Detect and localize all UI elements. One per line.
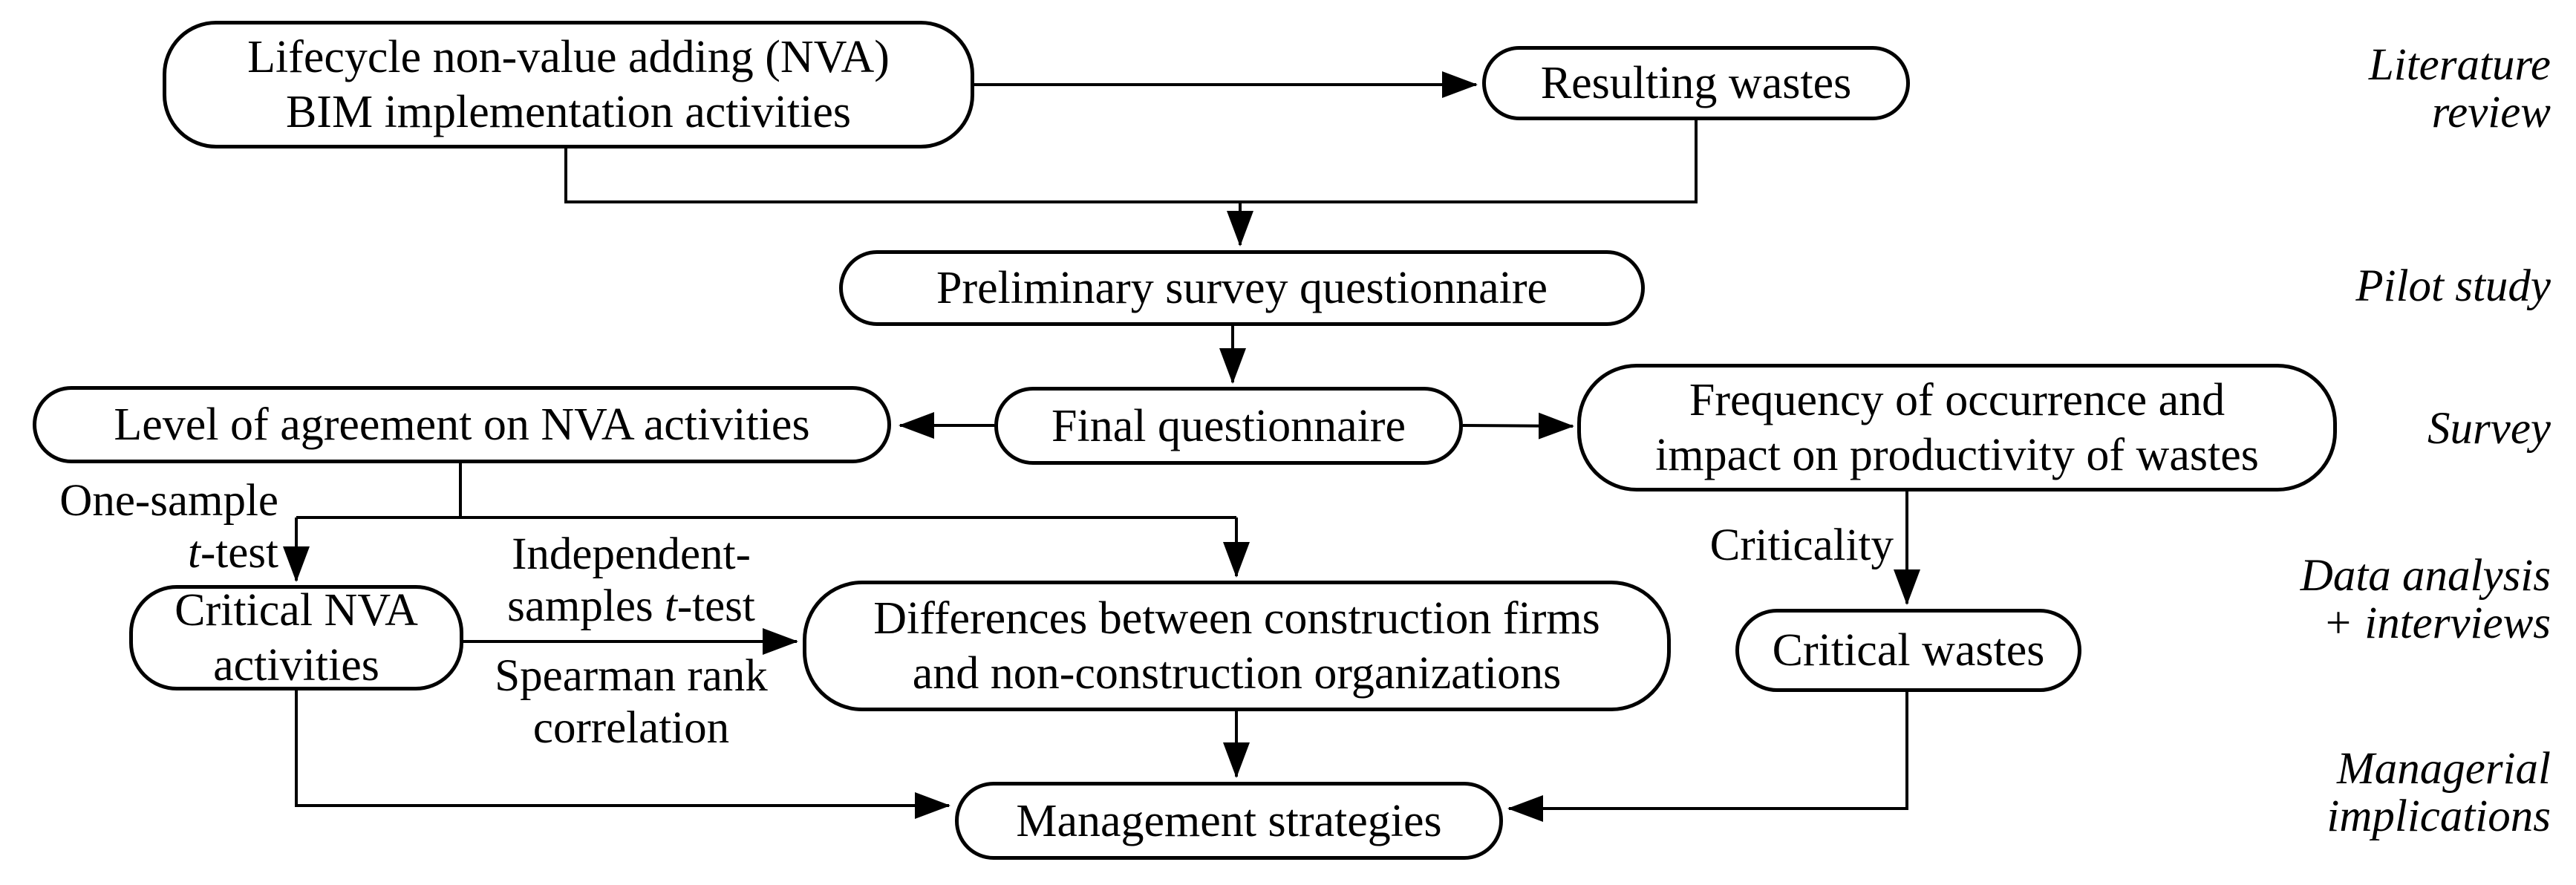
arrow-critical-nva-to-management (295, 690, 950, 819)
node-resulting-wastes: Resulting wastes (1482, 46, 1910, 120)
edge-label-line: Independent- (512, 529, 751, 579)
node-management-strategies: Management strategies (955, 782, 1503, 860)
node-differences-firms-orgs: Differences between construction firms a… (803, 581, 1671, 711)
edge-label-one-sample-t-test: One-sample t-test (7, 475, 278, 579)
edge-label-line: t-test (188, 528, 278, 578)
stage-label-line: implications (2326, 791, 2551, 841)
node-frequency-impact-wastes: Frequency of occurrence and impact on pr… (1577, 364, 2337, 492)
stage-label-survey: Survey (2427, 404, 2551, 454)
edge-label-independent-samples-t-test: Independent- samples t-test (453, 529, 809, 633)
node-text-line: Differences between construction firms (873, 593, 1600, 644)
node-preliminary-questionnaire: Preliminary survey questionnaire (839, 250, 1645, 326)
node-text-line: BIM implementation activities (285, 87, 852, 137)
edge-label-line: One-sample (59, 476, 278, 526)
node-critical-nva-activities: Critical NVA activities (129, 585, 463, 690)
line-lifecycle-and-wastes-merge (564, 120, 1698, 203)
node-text-line: Frequency of occurrence and (1689, 375, 2226, 425)
node-critical-wastes: Critical wastes (1735, 609, 2081, 692)
node-level-of-agreement: Level of agreement on NVA activities (33, 386, 891, 463)
node-text-line: Level of agreement on NVA activities (114, 399, 810, 450)
stage-label-line: review (2431, 88, 2551, 137)
stage-label-data-analysis-interviews: Data analysis + interviews (2301, 552, 2551, 647)
stage-label-pilot-study: Pilot study (2355, 261, 2551, 311)
node-text-line: Resulting wastes (1540, 58, 1852, 108)
stage-label-line: Literature (2368, 40, 2551, 90)
node-text-line: Critical wastes (1772, 625, 2045, 676)
node-text-line: Final questionnaire (1051, 400, 1406, 451)
edge-label-criticality: Criticality (1709, 520, 1894, 570)
stage-label-line: Managerial (2336, 744, 2551, 794)
edge-label-line: samples t-test (507, 581, 755, 631)
edge-label-line: Spearman rank (495, 651, 768, 701)
node-text-line: Critical NVA (175, 585, 418, 636)
node-text-line: Preliminary survey questionnaire (936, 263, 1548, 313)
arrow-final-to-frequency (1462, 412, 1574, 440)
line-level-agreement-branch (296, 463, 1236, 519)
stage-label-line: + interviews (2322, 598, 2551, 648)
node-text-line: impact on productivity of wastes (1655, 430, 2259, 480)
arrow-critical-wastes-to-management (1507, 692, 1908, 822)
node-text-line: Management strategies (1016, 795, 1442, 846)
node-lifecycle-nva-activities: Lifecycle non-value adding (NVA) BIM imp… (163, 21, 974, 148)
edge-label-spearman-correlation: Spearman rank correlation (453, 650, 809, 754)
node-text-line: and non-construction organizations (912, 648, 1562, 699)
stage-label-line: Data analysis (2300, 551, 2551, 601)
stage-label-literature-review: Literature review (2369, 42, 2551, 137)
edge-label-line: correlation (532, 703, 730, 753)
stage-label-managerial-implications: Managerial implications (2326, 745, 2551, 840)
node-text-line: activities (213, 640, 379, 690)
node-text-line: Lifecycle non-value adding (NVA) (247, 32, 890, 82)
node-final-questionnaire: Final questionnaire (994, 387, 1463, 465)
